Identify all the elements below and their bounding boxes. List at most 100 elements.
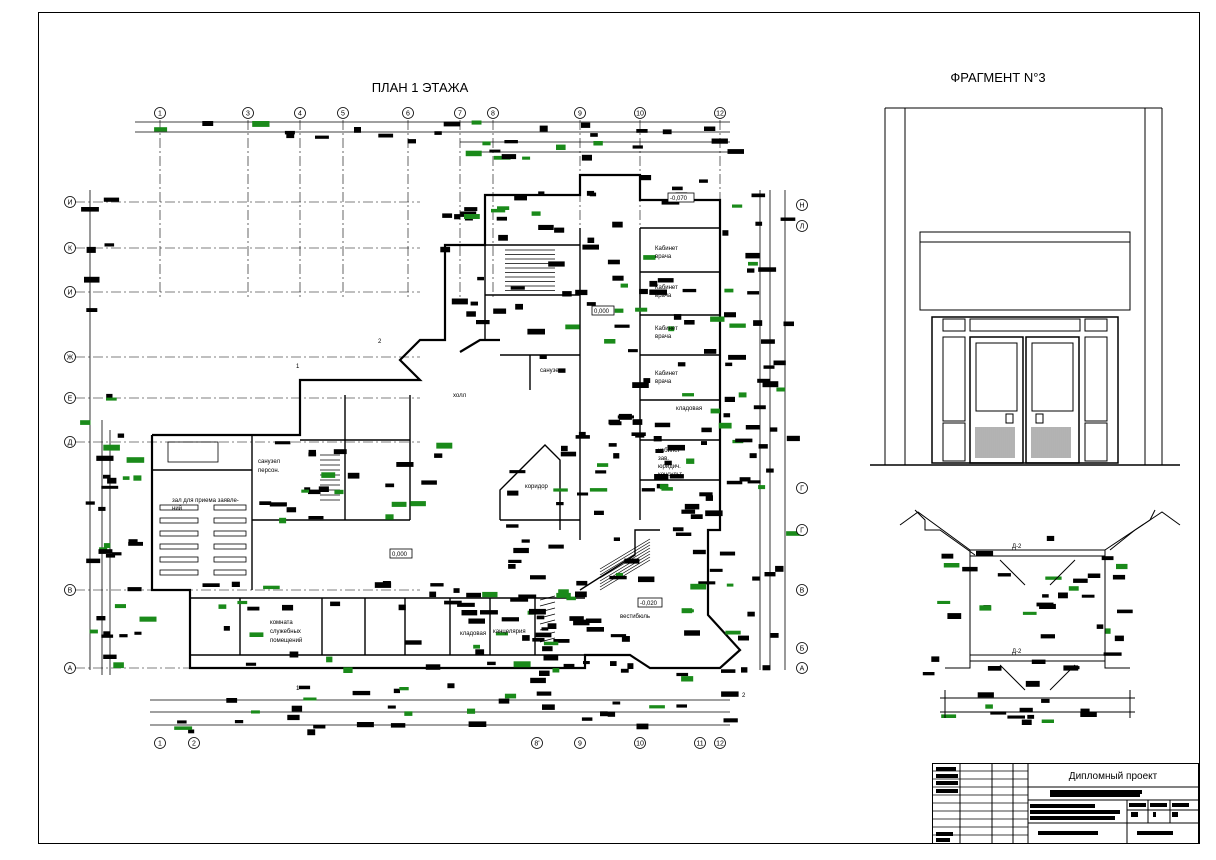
dimension-label (773, 360, 786, 366)
dimension-label (454, 214, 461, 220)
dimension-label (610, 634, 627, 638)
dimension-label (725, 362, 733, 367)
dimension-label (477, 276, 484, 281)
dimension-label (699, 179, 708, 183)
dimension-label (569, 616, 584, 621)
axis-bubble-bottom: 9 (574, 737, 586, 749)
dimension-label (313, 724, 326, 729)
green-annotation (681, 676, 694, 682)
green-annotation (556, 144, 566, 150)
axis-bubble-left: И (64, 196, 76, 208)
dimension-label (443, 121, 461, 127)
dimension-label (1117, 609, 1133, 614)
dimension-label (475, 649, 485, 655)
dimension-label (510, 597, 529, 602)
dimension-label (724, 396, 735, 402)
dimension-label (103, 654, 117, 659)
dimension-label (639, 288, 648, 295)
green-annotation (218, 604, 227, 609)
dimension-label (749, 453, 757, 459)
dimension-label (558, 368, 566, 373)
green-annotation (251, 710, 260, 714)
dimension-label (590, 133, 598, 137)
dimension-label (1025, 680, 1040, 687)
dimension-label (85, 501, 95, 505)
axis-bubble-right: Г (796, 482, 808, 494)
dimension-label (583, 661, 590, 665)
dimension-label (289, 651, 299, 658)
green-annotation (718, 422, 732, 429)
dimension-label (672, 527, 684, 532)
green-annotation (556, 592, 571, 598)
dimension-label (541, 627, 549, 631)
project-title: Дипломный проект (1069, 771, 1158, 782)
dimension-label (654, 474, 669, 480)
sheet-frame (38, 12, 1200, 844)
dimension-label (202, 583, 220, 587)
green-annotation (1068, 586, 1079, 591)
dimension-label (226, 698, 238, 703)
green-annotation (482, 591, 498, 598)
dimension-label (451, 298, 468, 305)
dimension-label (643, 378, 651, 383)
svg-text:5: 5 (341, 111, 345, 118)
green-annotation (659, 484, 669, 490)
svg-text:коридор: коридор (525, 484, 549, 490)
axis-bubble-right: В (796, 584, 808, 596)
dimension-label (711, 138, 728, 144)
dimension-label (461, 610, 478, 616)
dimension-label (783, 321, 794, 327)
dimension-label (527, 328, 545, 335)
dimension-label (86, 308, 98, 312)
green-annotation (89, 629, 98, 634)
svg-text:зал для приема заявле-: зал для приема заявле- (172, 498, 239, 504)
dimension-label (763, 365, 775, 369)
dimension-label (560, 451, 577, 457)
dimension-label (631, 432, 646, 436)
dimension-label (780, 217, 796, 221)
axis-bubble-right: Н (796, 199, 808, 211)
green-annotation (154, 127, 168, 132)
green-annotation (732, 204, 743, 208)
dimension-label (586, 302, 596, 306)
dimension-label (103, 631, 111, 637)
dimension-label (318, 486, 329, 492)
dimension-label (553, 639, 570, 643)
dimension-label (721, 669, 736, 673)
svg-text:10: 10 (636, 741, 644, 748)
dimension-label (127, 587, 142, 592)
dimension-label (976, 550, 994, 556)
dimension-label (620, 668, 629, 673)
dimension-label (177, 720, 187, 724)
dimension-label (489, 149, 501, 153)
green-annotation (635, 307, 648, 312)
green-annotation (979, 605, 992, 611)
dimension-label (1041, 698, 1050, 703)
level-marks: 0,000 0,000 -0,070 -0,020 1 1 2 2 (296, 192, 746, 699)
green-annotation (565, 324, 580, 330)
svg-text:2: 2 (378, 339, 382, 345)
axis-bubble-top: 9 (574, 107, 586, 119)
dimension-label (987, 666, 1002, 671)
dimension-label (595, 470, 607, 474)
dimension-label (563, 663, 575, 669)
dimension-label (425, 664, 441, 670)
dimension-label (723, 413, 731, 418)
dimension-label (104, 243, 115, 247)
dimension-label (582, 244, 599, 250)
dimension-label (498, 234, 508, 241)
axis-bubble-left: В (64, 584, 76, 596)
dimension-label (447, 683, 455, 689)
green-annotation (385, 514, 394, 520)
green-annotation (686, 458, 695, 464)
dimension-label (434, 131, 442, 135)
dimension-label (522, 635, 530, 641)
dimension-label (269, 502, 287, 507)
svg-text:И: И (67, 200, 72, 207)
svg-text:12: 12 (716, 111, 724, 118)
dimension-label (632, 382, 649, 388)
dimension-label (735, 438, 753, 443)
